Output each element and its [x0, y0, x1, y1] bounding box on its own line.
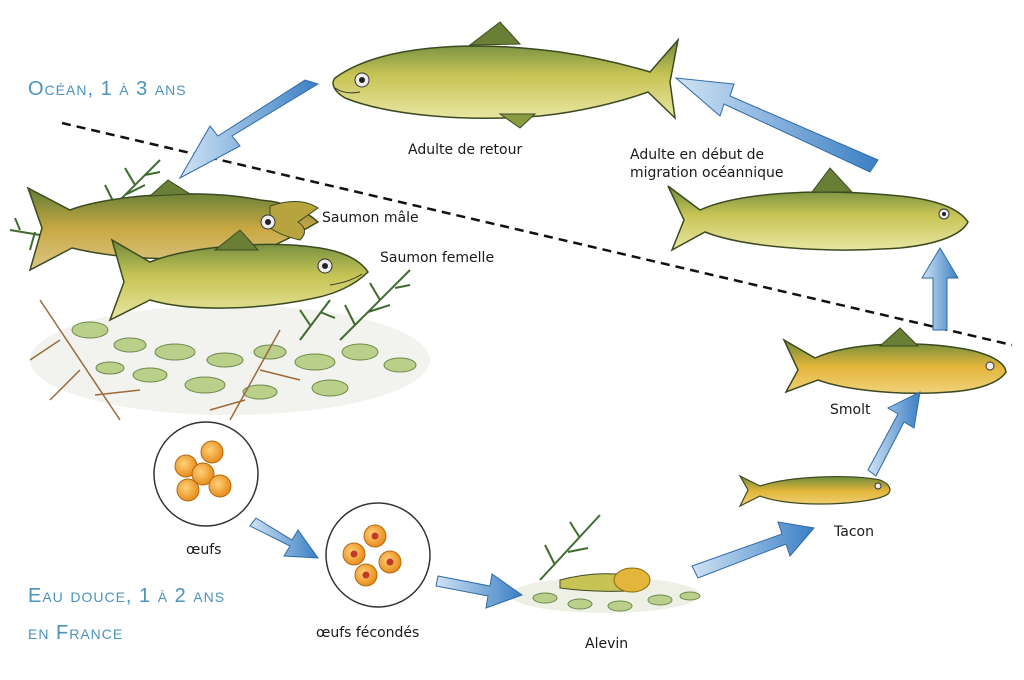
arrow-eggs-to-fertilized	[249, 517, 320, 559]
freshwater-zone-label-line2: en France	[28, 622, 124, 644]
female-salmon	[108, 229, 369, 322]
label-adult-migration-line1: Adulte en début de	[630, 147, 765, 163]
adult-migration-fish	[667, 167, 969, 252]
freshwater-zone-label-line1: Eau douce, 1 à 2 ans	[28, 585, 226, 607]
cycle-arrows	[178, 77, 959, 609]
label-tacon: Tacon	[834, 524, 874, 540]
label-adult-migration-line2: migration océannique	[630, 165, 784, 181]
eggs-circle	[153, 421, 259, 527]
arrow-alevin-to-tacon	[691, 521, 815, 579]
label-female-salmon: Saumon femelle	[380, 250, 495, 266]
ocean-boundary-line	[61, 121, 1013, 347]
label-alevin: Alevin	[585, 636, 629, 652]
label-smolt: Smolt	[830, 402, 871, 418]
ocean-zone-label: Océan, 1 à 3 ans	[28, 78, 187, 100]
fertilized-eggs-circle	[325, 502, 431, 608]
alevin	[510, 514, 701, 613]
label-eggs: œufs	[186, 542, 222, 558]
label-fertilized-eggs: œufs fécondés	[316, 625, 420, 641]
arrow-return-to-spawning	[178, 79, 320, 180]
label-male-salmon: Saumon mâle	[322, 210, 419, 226]
arrow-smolt-to-migration	[921, 247, 959, 331]
adult-return-fish	[332, 21, 680, 129]
arrow-tacon-to-smolt	[867, 391, 921, 477]
smolt-fish	[782, 327, 1007, 394]
tacon-fish	[738, 474, 891, 508]
arrow-migration-to-return	[674, 77, 879, 173]
arrow-fertilized-to-alevin	[435, 573, 524, 609]
label-adult-return: Adulte de retour	[408, 142, 523, 158]
